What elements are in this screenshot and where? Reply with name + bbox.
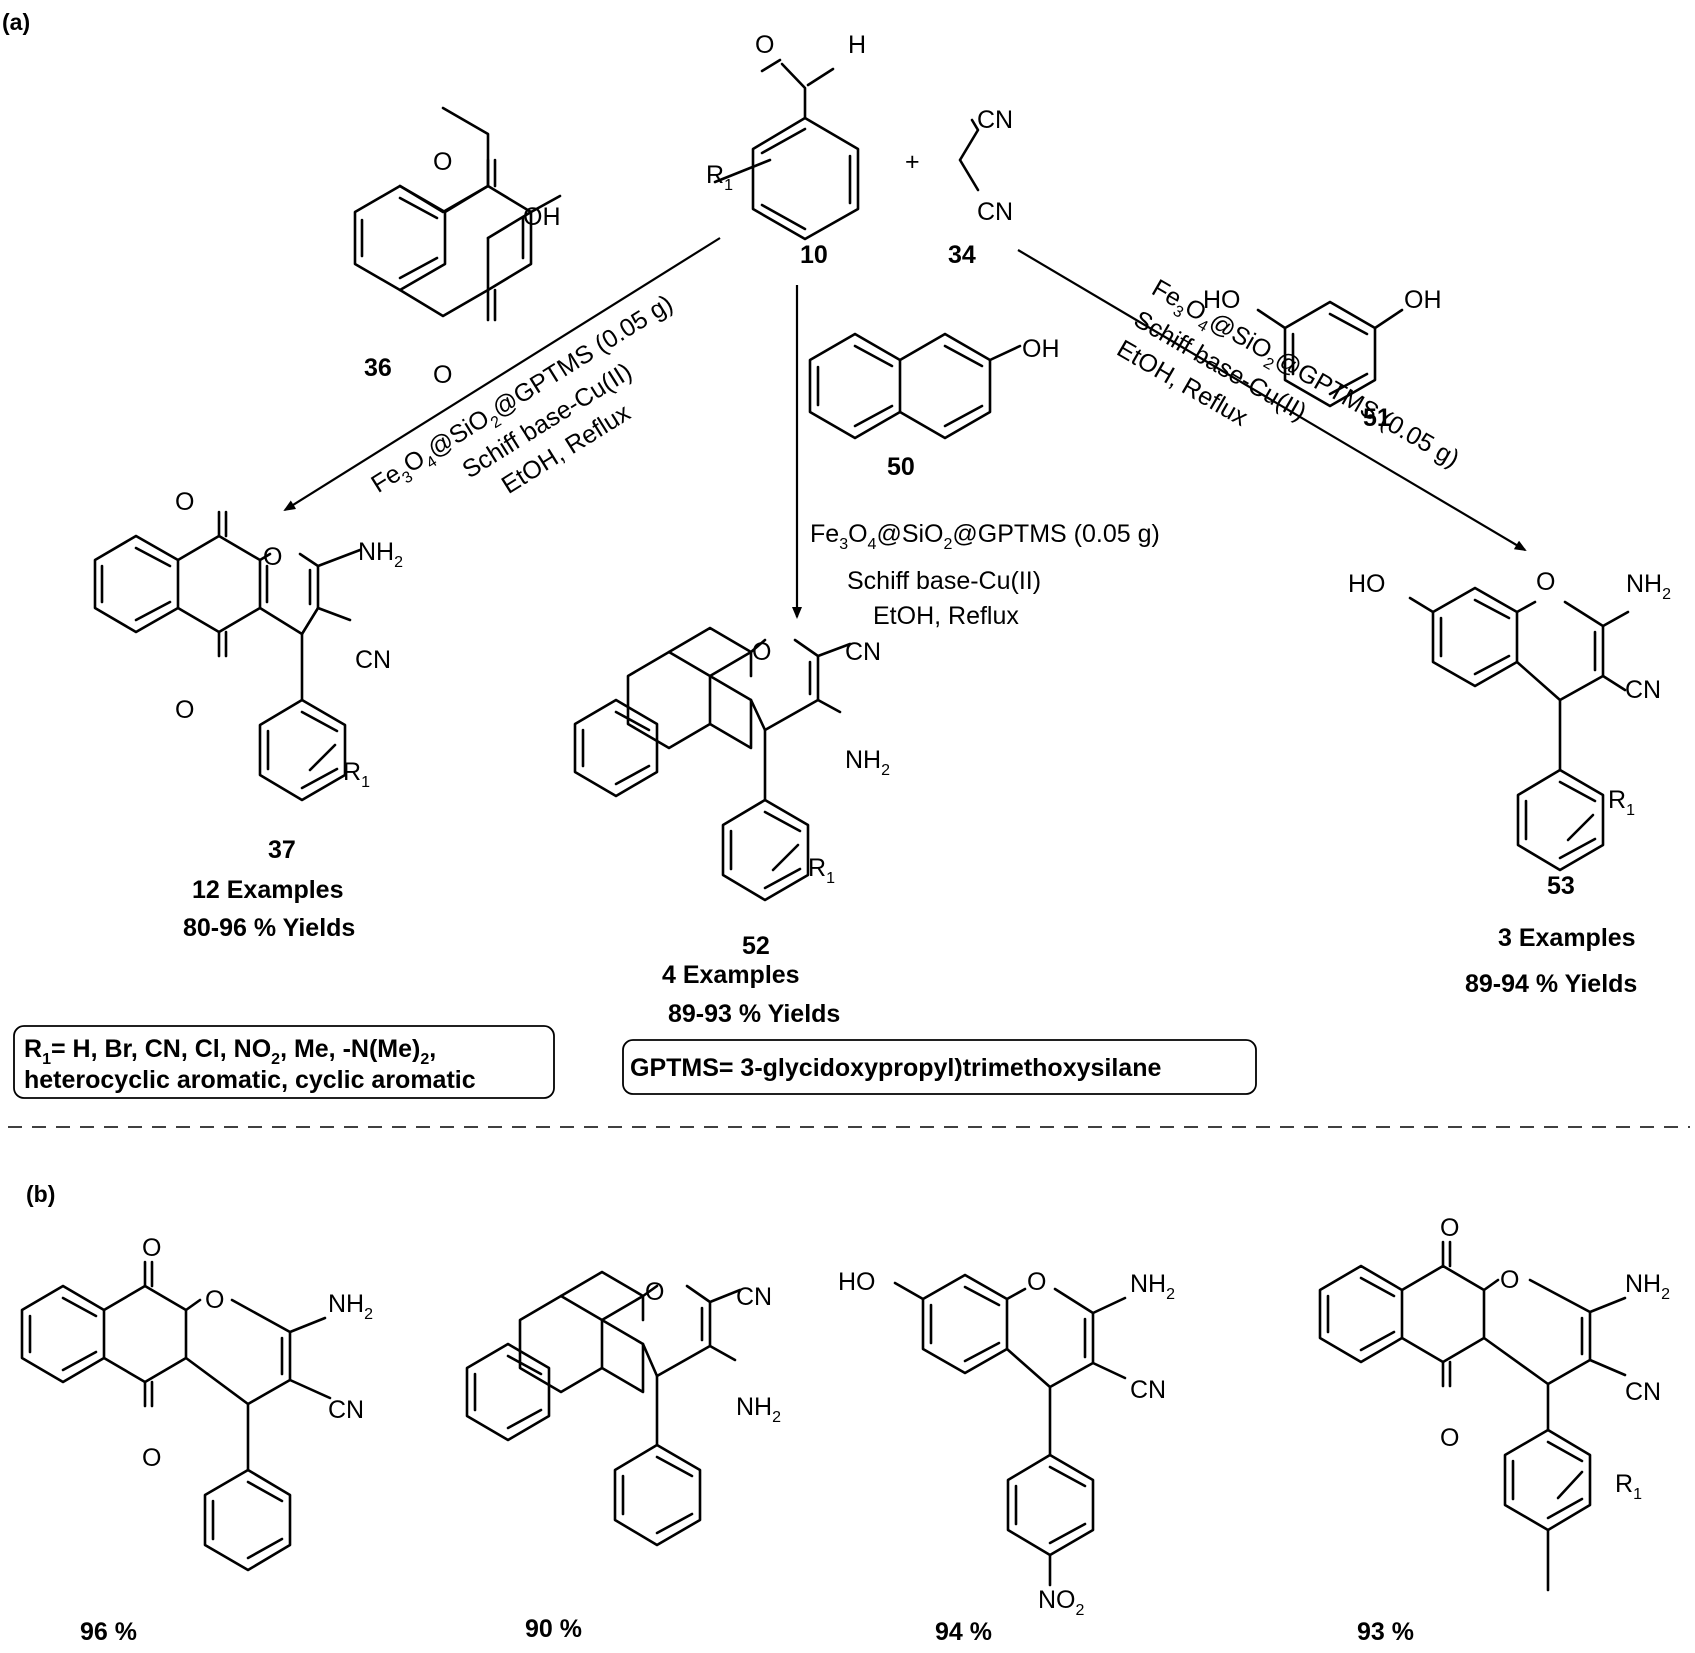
r1-definition-box <box>13 1025 555 1099</box>
p52-examples: 4 Examples <box>662 961 800 989</box>
product-53-structure <box>1408 586 1630 872</box>
compound-51-number: 51 <box>1363 404 1391 432</box>
p52-ring-oxygen: O <box>752 638 771 666</box>
b3-nitrile: CN <box>1130 1376 1166 1404</box>
b3-nitro: NO2 <box>1038 1586 1085 1619</box>
conditions-left: Fe3O4@SiO2@GPTMS (0.05 g) Schiff base-Cu… <box>366 289 677 499</box>
p53-nitrile: CN <box>1625 676 1661 704</box>
example-b4-structure <box>1318 1240 1627 1592</box>
b1-ring-oxygen: O <box>205 1286 224 1314</box>
p37-yields: 80-96 % Yields <box>183 914 355 942</box>
p37-nitrile: CN <box>355 646 391 674</box>
p37-amine: NH2 <box>358 538 403 571</box>
r1-definition-line2: heterocyclic aromatic, cyclic aromatic <box>24 1066 476 1094</box>
compound-34-number: 34 <box>948 241 976 269</box>
resorcinol-structure <box>1256 300 1404 408</box>
lawsone-hydroxyl: OH <box>523 203 561 231</box>
p53-yields: 89-94 % Yields <box>1465 970 1637 998</box>
p53-amine: NH2 <box>1626 570 1671 603</box>
lawsone-oxygen-bottom: O <box>433 361 452 389</box>
b4-oxygen-bottom: O <box>1440 1424 1459 1452</box>
example-b2-structure <box>465 1270 742 1547</box>
p37-examples: 12 Examples <box>192 876 344 904</box>
malononitrile-structure <box>958 118 980 192</box>
b4-r1: R1 <box>1615 1470 1642 1503</box>
p52-nitrile: CN <box>845 638 881 666</box>
product-52-structure <box>573 626 852 902</box>
product-37-structure <box>93 510 362 802</box>
resorcinol-ho: HO <box>1203 286 1241 314</box>
r1-definition-line1: R1= H, Br, CN, Cl, NO2, Me, -N(Me)2, <box>24 1035 436 1068</box>
b1-nitrile: CN <box>328 1396 364 1424</box>
b1-oxygen-top: O <box>142 1234 161 1262</box>
malononitrile-cn-top: CN <box>977 106 1013 134</box>
panel-b-label: (b) <box>26 1181 55 1207</box>
p37-oxygen-top: O <box>175 488 194 516</box>
naphthol-structure <box>808 332 1022 440</box>
b2-amine: NH2 <box>736 1393 781 1426</box>
p52-yields: 89-93 % Yields <box>668 1000 840 1028</box>
p37-oxygen-bottom: O <box>175 696 194 724</box>
b2-ring-oxygen: O <box>645 1278 664 1306</box>
svg-text:Schiff base-Cu(II): Schiff base-Cu(II) <box>847 567 1041 595</box>
b4-oxygen-top: O <box>1440 1214 1459 1242</box>
compound-10-number: 10 <box>800 241 828 269</box>
arrow-to-53 <box>1017 249 1527 552</box>
lawsone-structure <box>353 106 562 322</box>
malononitrile-cn-bottom: CN <box>977 198 1013 226</box>
p37-ring-oxygen: O <box>263 543 282 571</box>
resorcinol-oh: OH <box>1404 286 1442 314</box>
example-b1-structure <box>20 1260 332 1572</box>
naphthol-hydroxyl: OH <box>1022 335 1060 363</box>
b4-ring-oxygen: O <box>1500 1266 1519 1294</box>
b1-oxygen-bottom: O <box>142 1444 161 1472</box>
aldehyde-oxygen: O <box>755 31 774 59</box>
b3-yield: 94 % <box>935 1618 992 1646</box>
gptms-definition: GPTMS= 3-glycidoxypropyl)trimethoxysilan… <box>630 1054 1161 1082</box>
b4-amine: NH2 <box>1625 1270 1670 1303</box>
svg-text:Fe3O4@SiO2@GPTMS (0.05 g): Fe3O4@SiO2@GPTMS (0.05 g) <box>810 520 1160 553</box>
aldehyde-hydrogen: H <box>848 31 866 59</box>
svg-text:EtOH, Reflux: EtOH, Reflux <box>873 602 1019 630</box>
p53-hydroxyl: HO <box>1348 570 1386 598</box>
compound-50-number: 50 <box>887 453 915 481</box>
plus-sign: + <box>905 148 920 176</box>
p52-r1: R1 <box>808 854 835 887</box>
b1-amine: NH2 <box>328 1290 373 1323</box>
p37-r1: R1 <box>343 758 370 791</box>
compound-36-number: 36 <box>364 354 392 382</box>
p52-amine: NH2 <box>845 746 890 779</box>
compound-37-number: 37 <box>268 836 296 864</box>
b2-yield: 90 % <box>525 1615 582 1643</box>
gptms-definition-box <box>622 1039 1257 1095</box>
aldehyde-r1-label: R1 <box>706 161 733 194</box>
benzaldehyde-structure <box>713 58 860 241</box>
p53-examples: 3 Examples <box>1498 924 1636 952</box>
example-b3-structure <box>893 1273 1127 1587</box>
p53-ring-oxygen: O <box>1536 568 1555 596</box>
compound-52-number: 52 <box>742 932 770 960</box>
b3-ring-oxygen: O <box>1027 1268 1046 1296</box>
lawsone-oxygen-top: O <box>433 148 452 176</box>
compound-53-number: 53 <box>1547 872 1575 900</box>
b1-yield: 96 % <box>80 1618 137 1646</box>
b4-nitrile: CN <box>1625 1378 1661 1406</box>
b4-yield: 93 % <box>1357 1618 1414 1646</box>
b2-nitrile: CN <box>736 1283 772 1311</box>
panel-a-label: (a) <box>2 9 30 35</box>
b3-hydroxyl: HO <box>838 1268 876 1296</box>
b3-amine: NH2 <box>1130 1270 1175 1303</box>
arrow-to-37 <box>283 237 721 512</box>
p53-r1: R1 <box>1608 786 1635 819</box>
conditions-middle: Fe3O4@SiO2@GPTMS (0.05 g) Schiff base-Cu… <box>810 520 1160 630</box>
